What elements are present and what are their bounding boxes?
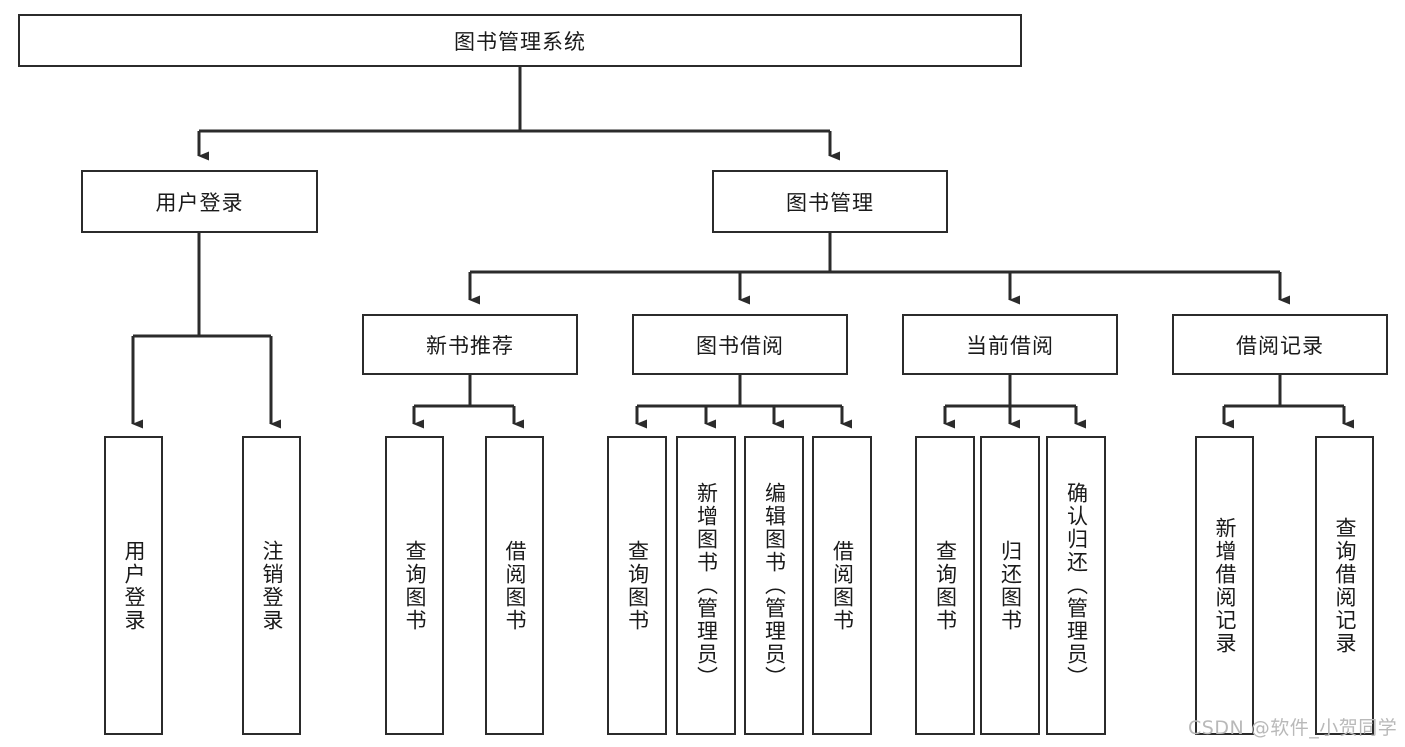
node-book-management-label: 图书管理: [786, 190, 874, 215]
leaf-user-login-signin-label: 用户登录: [122, 539, 146, 632]
node-book-management[interactable]: 图书管理: [712, 170, 948, 233]
leaf-records-query-record-label: 查询借阅记录: [1333, 516, 1357, 655]
leaf-user-login-signout[interactable]: 注销登录: [242, 436, 301, 735]
leaf-current-confirm-return-label: 确认归还（管理员）: [1064, 482, 1089, 689]
leaf-borrow-borrow-book[interactable]: 借阅图书: [812, 436, 872, 735]
leaf-current-confirm-return[interactable]: 确认归还（管理员）: [1046, 436, 1106, 735]
node-user-login[interactable]: 用户登录: [81, 170, 318, 233]
leaf-borrow-edit-book[interactable]: 编辑图书（管理员）: [744, 436, 804, 735]
leaf-current-query-book-label: 查询图书: [933, 539, 958, 632]
node-current-borrow-label: 当前借阅: [966, 333, 1054, 358]
node-root[interactable]: 图书管理系统: [18, 14, 1022, 67]
node-root-label: 图书管理系统: [454, 29, 586, 54]
leaf-recommend-query-book[interactable]: 查询图书: [385, 436, 444, 735]
leaf-records-query-record[interactable]: 查询借阅记录: [1315, 436, 1374, 735]
leaf-borrow-add-book-label: 新增图书（管理员）: [694, 482, 719, 689]
leaf-user-login-signout-label: 注销登录: [260, 539, 284, 632]
leaf-recommend-borrow-book-label: 借阅图书: [503, 539, 527, 632]
node-borrow-records[interactable]: 借阅记录: [1172, 314, 1388, 375]
leaf-borrow-query-book-label: 查询图书: [625, 539, 650, 632]
node-user-login-label: 用户登录: [155, 190, 244, 215]
leaf-borrow-query-book[interactable]: 查询图书: [607, 436, 667, 735]
leaf-borrow-add-book[interactable]: 新增图书（管理员）: [676, 436, 736, 735]
leaf-borrow-edit-book-label: 编辑图书（管理员）: [762, 482, 787, 689]
node-book-borrow-label: 图书借阅: [696, 333, 784, 358]
watermark-text: CSDN @软件_小贺同学: [1188, 717, 1398, 739]
leaf-recommend-query-book-label: 查询图书: [403, 539, 427, 632]
leaf-records-add-record-label: 新增借阅记录: [1213, 516, 1237, 655]
node-new-book-recommend[interactable]: 新书推荐: [362, 314, 578, 375]
leaf-current-return-book-label: 归还图书: [998, 539, 1023, 632]
leaf-current-query-book[interactable]: 查询图书: [915, 436, 975, 735]
leaf-user-login-signin[interactable]: 用户登录: [104, 436, 163, 735]
node-book-borrow[interactable]: 图书借阅: [632, 314, 848, 375]
node-borrow-records-label: 借阅记录: [1236, 333, 1324, 358]
leaf-borrow-borrow-book-label: 借阅图书: [830, 539, 855, 632]
node-current-borrow[interactable]: 当前借阅: [902, 314, 1118, 375]
node-new-book-recommend-label: 新书推荐: [426, 333, 514, 358]
leaf-current-return-book[interactable]: 归还图书: [980, 436, 1040, 735]
leaf-recommend-borrow-book[interactable]: 借阅图书: [485, 436, 544, 735]
leaf-records-add-record[interactable]: 新增借阅记录: [1195, 436, 1254, 735]
